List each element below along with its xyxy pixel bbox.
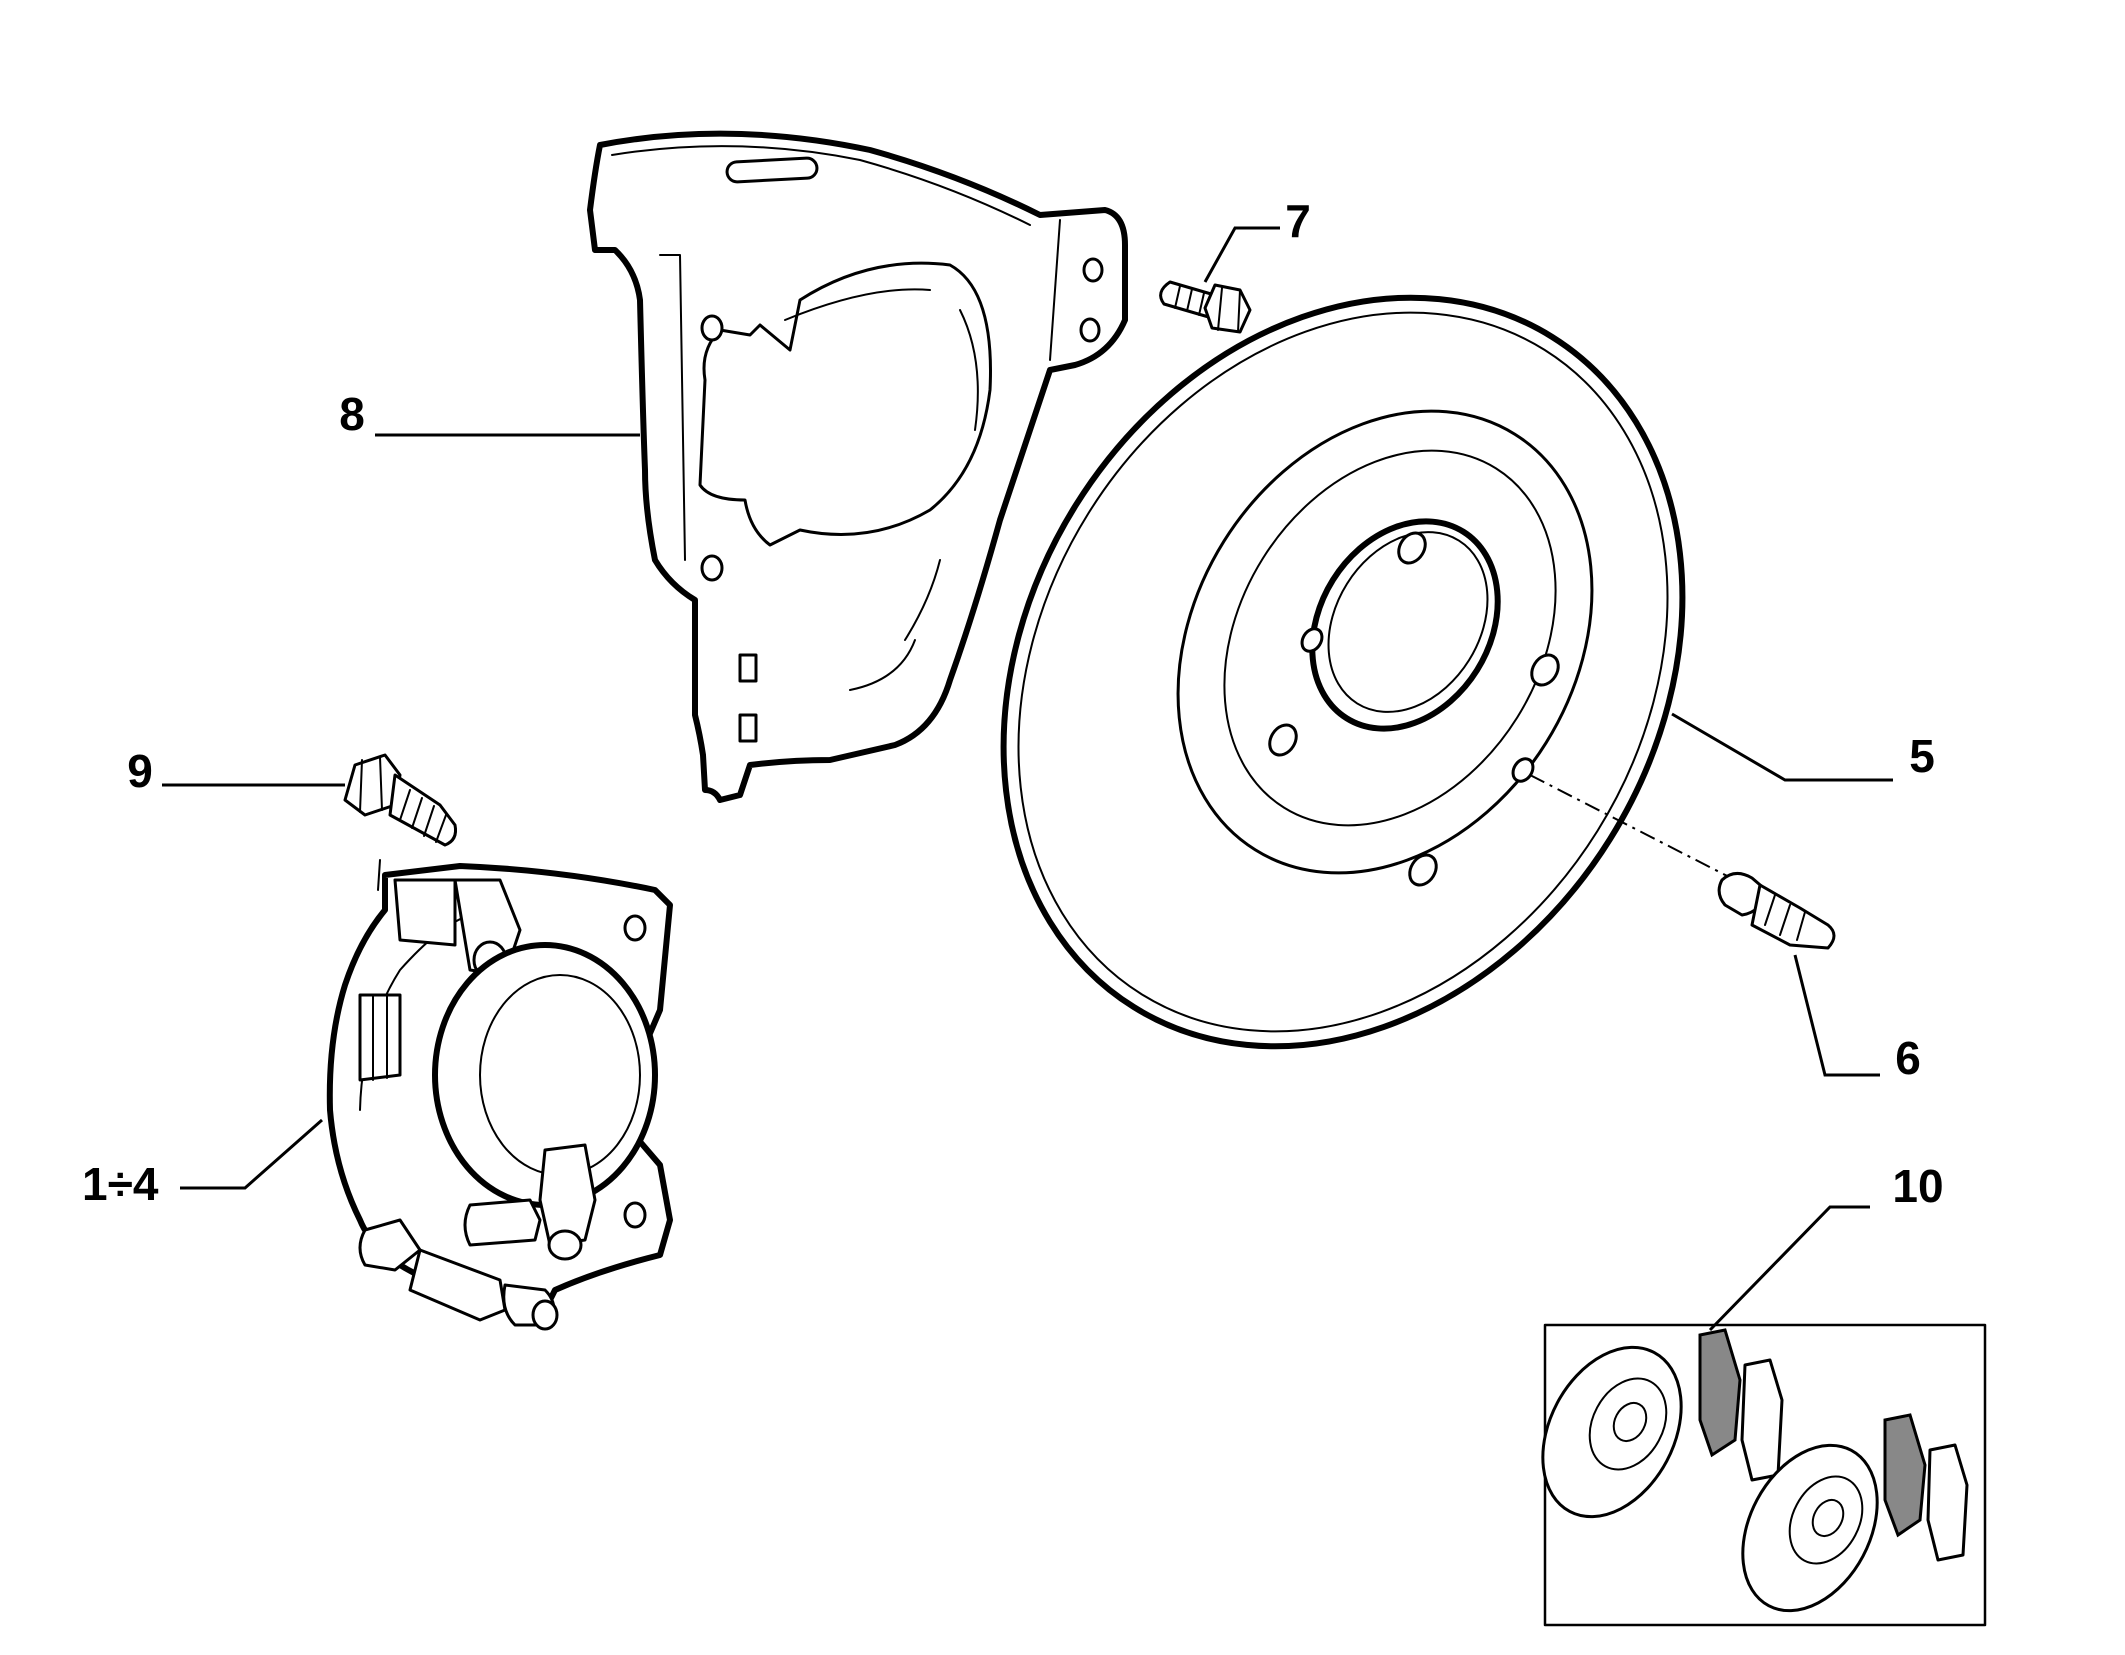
splash-shield-part-8 bbox=[587, 130, 1128, 803]
callout-label-screw: 7 bbox=[1285, 195, 1311, 247]
leader-lines bbox=[162, 226, 1893, 1332]
bolt-part-9 bbox=[343, 753, 457, 847]
callout-label-bolt: 9 bbox=[127, 745, 153, 797]
caliper-part-1-4 bbox=[326, 859, 673, 1331]
callout-label-shield: 8 bbox=[339, 388, 365, 440]
callout-label-stud: 6 bbox=[1895, 1032, 1921, 1084]
brake-kit-part-10 bbox=[1541, 1323, 1987, 1627]
brake-disc-part-5 bbox=[1000, 294, 1686, 1050]
screw-part-7 bbox=[1159, 280, 1252, 334]
callout-label-caliper: 1÷4 bbox=[82, 1158, 159, 1210]
callout-label-kit: 10 bbox=[1892, 1160, 1943, 1212]
wheel-stud-part-6 bbox=[1529, 774, 1836, 950]
callout-label-disc: 5 bbox=[1909, 730, 1935, 782]
